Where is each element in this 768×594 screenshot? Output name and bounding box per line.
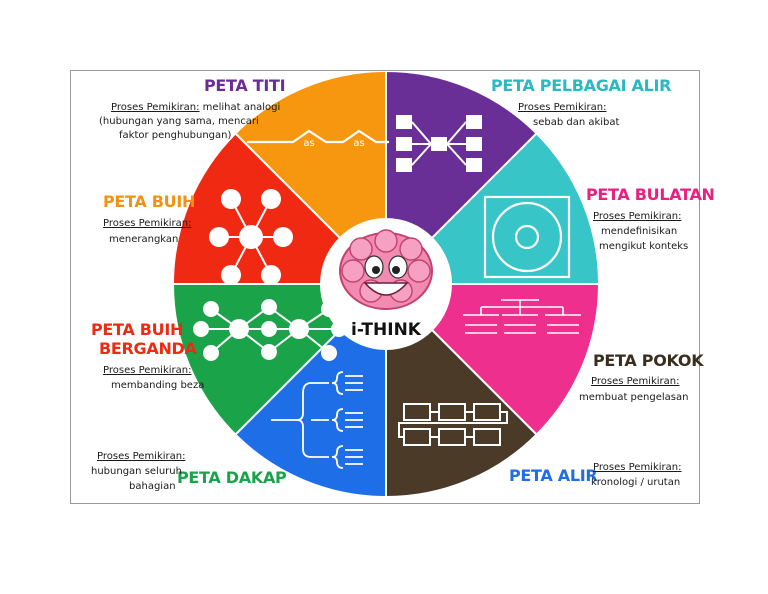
bridge-word: as [303, 138, 314, 149]
brand-text: i-THINK [351, 320, 422, 340]
prompt-label: Proses Pemikiran: [103, 365, 192, 376]
desc-line: membanding beza [111, 380, 205, 391]
desc-line: mengikut konteks [599, 241, 689, 252]
desc-line: sebab dan akibat [533, 117, 620, 128]
bridge-map-icon: as as [247, 129, 389, 149]
desc-line: melihat analogi [202, 102, 281, 113]
circle-map-icon [483, 195, 571, 279]
desc-line: (hubungan yang sama, mencari [99, 116, 259, 127]
prompt-label: Proses Pemikiran: [591, 376, 680, 387]
prompt-label: Proses Pemikiran: [97, 451, 186, 462]
title-peta-pokok: PETA POKOK [593, 351, 704, 370]
desc-line: menerangkan [109, 234, 179, 245]
brace-map-icon [271, 371, 363, 469]
desc-line: hubungan seluruh [91, 466, 182, 477]
desc-line: faktor penghubungan) [119, 130, 232, 141]
desc-line: bahagian [129, 481, 176, 492]
flow-map-icon [398, 403, 508, 446]
double-bubble-map-icon [193, 299, 347, 361]
title-peta-buih-berganda: PETA BUIH [91, 320, 184, 339]
title-peta-pelbagai-alir: PETA PELBAGAI ALIR [491, 76, 672, 95]
thinking-maps-wheel: as as i-THINK [171, 71, 601, 499]
bridge-word: as [353, 138, 364, 149]
title-peta-buih: PETA BUIH [103, 192, 196, 211]
center-badge: i-THINK [320, 218, 452, 350]
desc-line: membuat pengelasan [579, 392, 689, 403]
prompt-label: Proses Pemikiran: [103, 218, 192, 229]
prompt-label: Proses Pemikiran: [593, 211, 682, 222]
tree-map-icon [463, 299, 581, 334]
brain-mascot-icon [339, 229, 433, 310]
multi-flow-map-icon [396, 115, 482, 172]
desc-line: mendefinisikan [601, 226, 678, 237]
prompt-label: Proses Pemikiran: [111, 102, 200, 113]
prompt-label: Proses Pemikiran: [518, 102, 607, 113]
desc-line: kronologi / urutan [591, 477, 681, 488]
title-peta-buih-berganda-line2: BERGANDA [99, 339, 197, 358]
desc-peta-titi: Proses Pemikiran: melihat analogi [111, 101, 280, 114]
title-peta-dakap: PETA DAKAP [177, 468, 287, 487]
title-peta-bulatan: PETA BULATAN [586, 185, 715, 204]
bubble-map-icon [209, 189, 293, 285]
title-peta-titi: PETA TITI [204, 76, 286, 95]
title-peta-alir: PETA ALIR [509, 466, 598, 485]
i-think-poster: as as i-THINK PETA TITI Proses Pemikiran: … [70, 70, 715, 504]
prompt-label: Proses Pemikiran: [593, 462, 682, 473]
